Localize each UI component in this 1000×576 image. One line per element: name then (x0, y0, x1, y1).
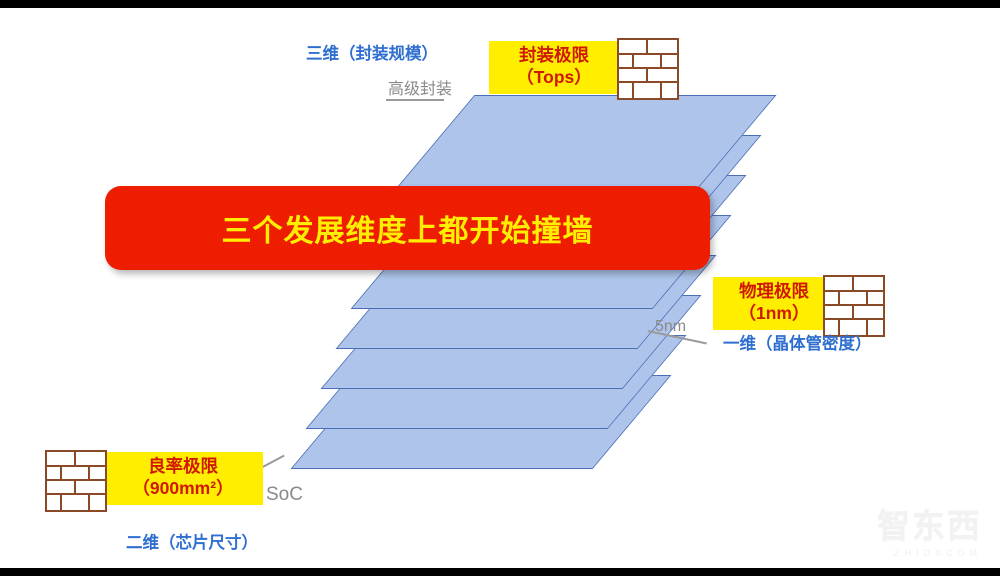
axis-label-two-d: 二维（芯片尺寸） (126, 534, 258, 552)
watermark: 智东西 ZHIDXCOM (877, 499, 982, 558)
node-label-advanced-package: 高级封装 (388, 81, 453, 98)
brick-wall-right-icon (823, 275, 885, 337)
limit-box-physical-line1: 物理极限 (739, 281, 809, 301)
axis-label-three-d: 三维（封装规模） (306, 45, 438, 63)
node-label-five-nm: 5nm (655, 318, 687, 335)
limit-box-physical-line2: （1nm） (738, 302, 810, 323)
letterbox-bottom (0, 568, 1000, 576)
brick-wall-top-icon (617, 38, 679, 100)
connector-advanced-package (386, 99, 444, 101)
limit-box-yield-line1: 良率极限 (148, 456, 218, 476)
limit-box-yield-line2: （900mm²） (132, 477, 234, 498)
limit-box-package-line2: （Tops） (516, 66, 592, 87)
letterbox-top (0, 0, 1000, 8)
limit-box-package: 封装极限 （Tops） (489, 41, 619, 94)
limit-box-physical: 物理极限 （1nm） (713, 277, 835, 330)
node-label-soc: SoC (266, 484, 303, 505)
warning-banner: 三个发展维度上都开始撞墙 (105, 186, 710, 270)
limit-box-yield: 良率极限 （900mm²） (103, 452, 263, 505)
limit-box-package-line1: 封装极限 (519, 45, 589, 65)
brick-wall-left-icon (45, 450, 107, 512)
watermark-main: 智东西 (877, 507, 982, 544)
axis-label-one-d: 一维（晶体管密度） (723, 335, 872, 353)
watermark-sub: ZHIDXCOM (894, 548, 982, 558)
warning-banner-text: 三个发展维度上都开始撞墙 (221, 215, 594, 248)
